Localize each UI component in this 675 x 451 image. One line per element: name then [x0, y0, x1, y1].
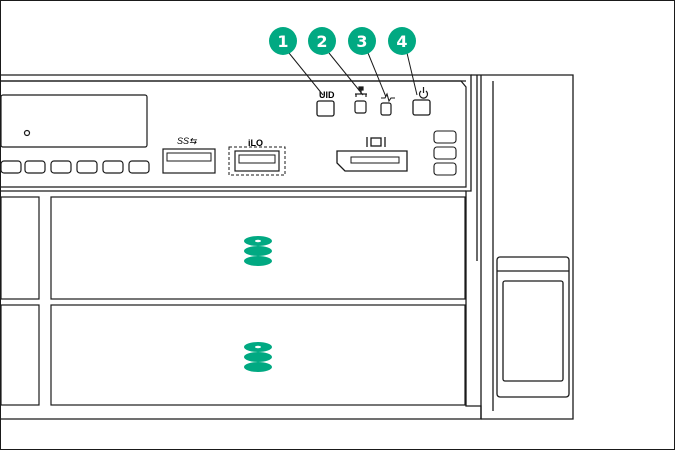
bezel-slots	[1, 160, 150, 174]
power-button	[412, 87, 431, 116]
uid-label: UID	[319, 90, 335, 100]
drive-bay-top	[50, 196, 466, 300]
drive-bay-left-bottom	[1, 304, 40, 406]
eject-hole	[23, 129, 31, 137]
usb-port: SS⇆	[162, 136, 216, 174]
callout-4-number: 4	[396, 32, 407, 51]
callout-3: 3	[348, 27, 376, 55]
callout-2: 2	[308, 27, 336, 55]
drive-bay-left-top	[1, 196, 40, 300]
ilo-port: iLO	[228, 138, 286, 176]
health-icon	[381, 92, 395, 103]
control-panel	[1, 80, 467, 188]
callout-2-number: 2	[316, 32, 327, 51]
panel-right-slots	[433, 130, 457, 176]
drive-bays	[1, 196, 466, 406]
callout-1-number: 1	[277, 32, 288, 51]
callout-1: 1	[269, 27, 297, 55]
display-port	[336, 137, 408, 172]
callout-3-number: 3	[356, 32, 367, 51]
display-port-icon	[366, 137, 386, 147]
callout-leaders	[288, 52, 418, 98]
rack-ear	[471, 74, 574, 420]
uid-button: UID	[316, 90, 335, 117]
drive-stack-icon	[244, 342, 272, 372]
optical-drive-bay	[1, 94, 148, 148]
drive-stack-icon	[244, 236, 272, 266]
power-icon	[418, 87, 429, 99]
usb-label: SS⇆	[177, 136, 198, 146]
nic-status-led	[354, 86, 367, 114]
chassis	[1, 74, 482, 420]
ilo-label: iLO	[248, 138, 263, 148]
callout-4: 4	[388, 27, 416, 55]
drive-bay-bottom	[50, 304, 466, 406]
health-led	[380, 92, 395, 116]
